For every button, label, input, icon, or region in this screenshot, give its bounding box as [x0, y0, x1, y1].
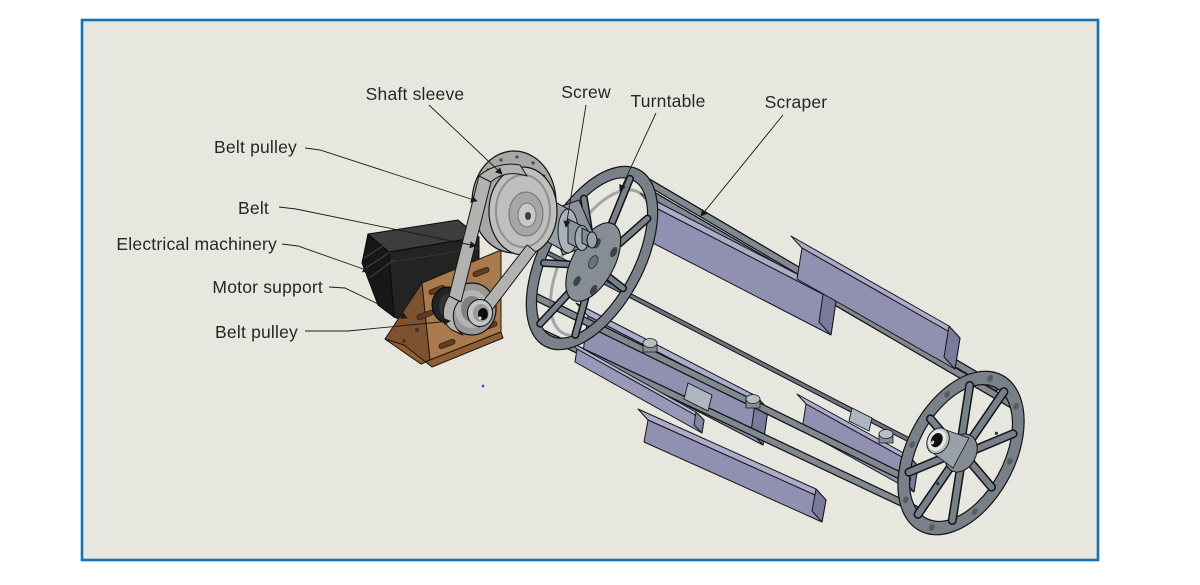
label-screw: Screw: [561, 82, 611, 102]
leader-belt: [278, 206, 477, 249]
leader-belt-pulley-upper: [304, 147, 478, 203]
leader-screw: [563, 104, 587, 228]
label-turntable: Turntable: [630, 91, 705, 111]
label-belt: Belt: [238, 198, 269, 218]
part-labels: Shaft sleeve Screw Turntable Scraper Bel…: [116, 82, 827, 342]
leader-belt-pulley-lower: [305, 318, 451, 332]
leader-shaft-sleeve: [428, 104, 503, 175]
drum-end-wheel: [897, 370, 1025, 536]
label-belt-pulley-lower: Belt pulley: [215, 322, 298, 342]
leader-turntable: [619, 112, 657, 192]
leader-scraper: [700, 114, 784, 217]
leader-motor-support: [328, 286, 408, 319]
turntable-wheel: [525, 165, 659, 351]
rim-notches: [902, 375, 1020, 531]
scraper-block: [637, 408, 827, 523]
label-shaft-sleeve: Shaft sleeve: [366, 84, 465, 104]
label-belt-pulley-upper: Belt pulley: [214, 137, 297, 157]
scraper-clamp: [683, 382, 873, 432]
artifact-dot: [481, 384, 485, 388]
belt-pulley-large: [488, 166, 558, 256]
panel-border: [80, 18, 1100, 562]
belt-pulley-small-flange: [467, 299, 493, 327]
label-motor-support: Motor support: [212, 277, 323, 297]
frame-boss: [642, 338, 894, 444]
label-electrical-machinery: Electrical machinery: [116, 234, 277, 254]
label-scraper: Scraper: [765, 92, 828, 112]
scraper-blade: [568, 340, 705, 434]
scraper-block: [639, 192, 837, 336]
leader-lines: [278, 104, 784, 332]
leader-electrical-machinery: [281, 243, 370, 273]
scraper-block: [790, 235, 961, 370]
motor-fins: [363, 243, 395, 279]
